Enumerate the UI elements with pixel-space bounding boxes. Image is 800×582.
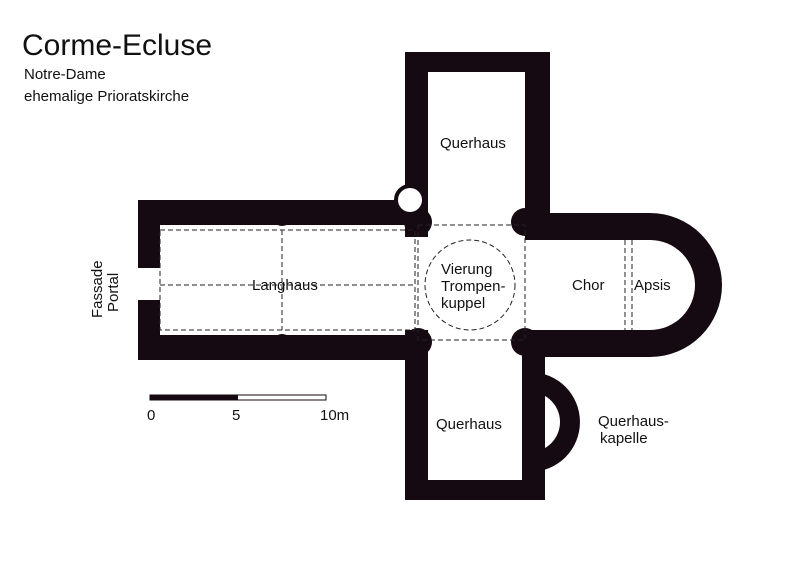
church-description: ehemalige Prioratskirche	[24, 88, 189, 105]
south-transept-south-wall	[405, 480, 545, 500]
room-label-chor: Chor	[572, 277, 605, 294]
room-label-querhaus-south: Querhaus	[436, 416, 502, 433]
room-label-trompen: Trompen-	[441, 278, 505, 295]
pier	[271, 204, 293, 226]
label-fassade: Fassade	[89, 260, 106, 318]
plan-title: Corme-Ecluse	[22, 29, 212, 62]
north-transept-wall	[405, 52, 550, 72]
label-portal: Portal	[105, 273, 122, 312]
north-transept-east-wall	[525, 52, 550, 237]
pier	[511, 208, 539, 236]
pier	[404, 328, 432, 356]
scale-bar: 0 5 10m	[147, 394, 349, 424]
chapel-wall	[530, 372, 580, 472]
room-label-apsis: Apsis	[634, 277, 671, 294]
walls	[138, 52, 722, 500]
stair-tower	[394, 184, 426, 216]
room-label-langhaus: Langhaus	[252, 277, 318, 294]
west-wall-north	[138, 200, 160, 268]
room-label-kapelle-2: kapelle	[600, 430, 648, 447]
choir-south-wall	[525, 330, 650, 357]
west-wall-south	[138, 300, 160, 360]
choir-north-wall	[525, 213, 650, 240]
apse-wall	[650, 213, 722, 357]
room-label-kuppel: kuppel	[441, 295, 485, 312]
room-label-querhaus-north: Querhaus	[440, 135, 506, 152]
church-name: Notre-Dame	[24, 66, 106, 83]
scale-tick-5: 5	[232, 407, 240, 424]
scale-tick-10m: 10m	[320, 407, 349, 424]
room-label-kapelle-1: Querhaus-	[598, 413, 669, 430]
room-label-vierung: Vierung	[441, 261, 492, 278]
pier	[271, 334, 293, 356]
south-transept-west-wall	[405, 330, 428, 500]
pier	[511, 328, 539, 356]
vault-lines	[159, 224, 633, 341]
scale-tick-0: 0	[147, 407, 155, 424]
